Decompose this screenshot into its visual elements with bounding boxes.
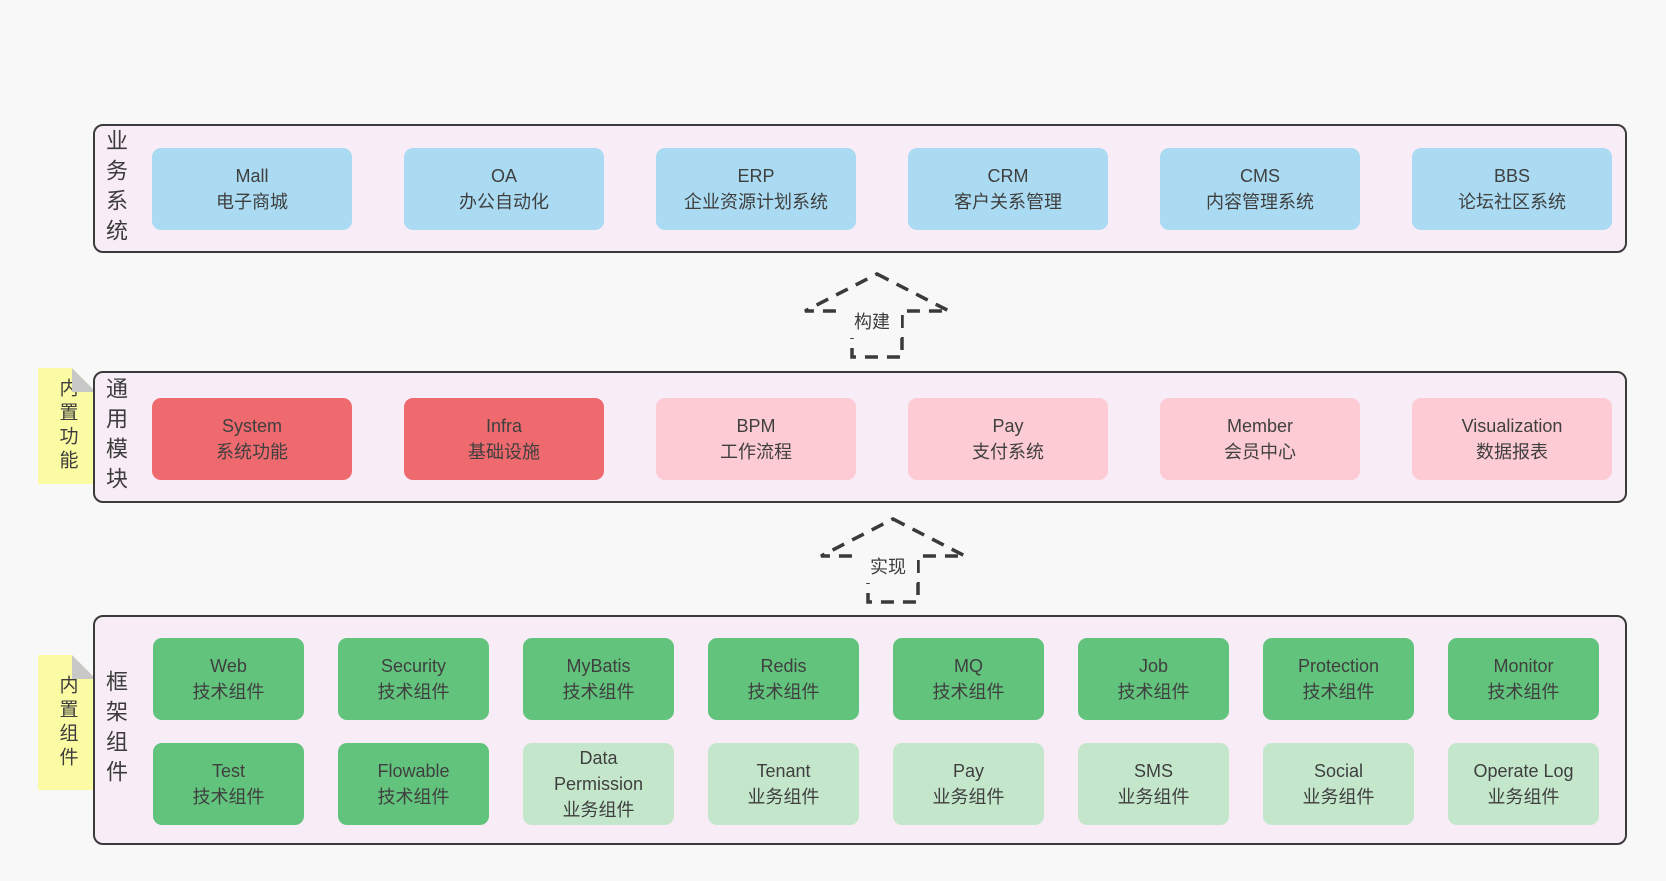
node-sms: SMS 业务组件 [1078, 743, 1229, 825]
node-desc: 业务组件 [1302, 787, 1375, 807]
node-mybatis: MyBatis 技术组件 [523, 638, 674, 720]
node-name: Visualization [1461, 416, 1563, 436]
node-security: Security 技术组件 [338, 638, 489, 720]
node-name: BBS [1493, 166, 1531, 186]
node-desc: 技术组件 [377, 787, 450, 807]
node-name: Pay [952, 761, 985, 781]
node-member: Member 会员中心 [1160, 398, 1360, 480]
node-redis: Redis 技术组件 [708, 638, 859, 720]
node-name: Monitor [1493, 656, 1554, 676]
node-name: MyBatis [566, 656, 631, 676]
panel-label-framework-components: 框架组件 [103, 670, 128, 790]
node-desc: 数据报表 [1476, 442, 1548, 462]
node-name: Member [1226, 416, 1293, 436]
node-visualization: Visualization 数据报表 [1412, 398, 1612, 480]
node-desc: 业务组件 [1487, 787, 1560, 807]
build-arrow-label: 构建 [843, 304, 901, 338]
node-name: Mall [235, 166, 269, 186]
node-mq: MQ 技术组件 [893, 638, 1044, 720]
node-desc: 业务组件 [562, 800, 635, 820]
note-label: 内置功能 [56, 378, 78, 474]
node-mall: Mall 电子商城 [152, 148, 352, 230]
node-desc: 电子商城 [216, 192, 288, 212]
node-desc: 支付系统 [972, 442, 1044, 462]
node-name: Protection [1297, 656, 1380, 676]
node-protection: Protection 技术组件 [1263, 638, 1414, 720]
implement-arrow-label: 实现 [859, 549, 917, 583]
node-desc: 系统功能 [216, 442, 288, 462]
node-name: SMS [1133, 761, 1173, 781]
node-name: ERP [737, 166, 775, 186]
node-name: CMS [1240, 166, 1280, 186]
panel-label-common-modules: 通用模块 [103, 377, 128, 497]
node-erp: ERP 企业资源计划系统 [656, 148, 856, 230]
node-name: Tenant [756, 761, 811, 781]
node-name: Infra [485, 416, 523, 436]
node-tenant: Tenant 业务组件 [708, 743, 859, 825]
node-system: System 系统功能 [152, 398, 352, 480]
node-name: BPM [736, 416, 776, 436]
node-desc: 办公自动化 [459, 192, 549, 212]
node-pay: Pay 支付系统 [908, 398, 1108, 480]
node-desc: 企业资源计划系统 [684, 192, 828, 212]
node-name: MQ [954, 656, 983, 676]
node-oa: OA 办公自动化 [404, 148, 604, 230]
node-desc: 论坛社区系统 [1458, 192, 1566, 212]
sticky-note-built-in-features: 内置功能 [38, 368, 96, 484]
node-test: Test 技术组件 [153, 743, 304, 825]
node-desc: 会员中心 [1224, 442, 1296, 462]
node-infra: Infra 基础设施 [404, 398, 604, 480]
node-name: System [221, 416, 282, 436]
node-social: Social 业务组件 [1263, 743, 1414, 825]
node-desc: 技术组件 [377, 682, 450, 702]
note-label: 内置组件 [56, 674, 78, 771]
node-desc: 技术组件 [562, 682, 635, 702]
node-flowable: Flowable 技术组件 [338, 743, 489, 825]
node-name: Redis [760, 656, 807, 676]
node-pay-component: Pay 业务组件 [893, 743, 1044, 825]
node-name: Job [1138, 656, 1169, 676]
node-desc: 技术组件 [1117, 682, 1190, 702]
implement-arrow-icon [820, 517, 966, 604]
node-name: Pay [992, 416, 1024, 436]
node-desc: 技术组件 [1302, 682, 1375, 702]
node-data-permission: Data Permission 业务组件 [523, 743, 674, 825]
node-desc: 客户关系管理 [954, 192, 1062, 212]
panel-label-business-systems: 业务系统 [103, 128, 128, 249]
node-desc: 内容管理系统 [1206, 192, 1314, 212]
node-desc: 技术组件 [192, 682, 265, 702]
node-name: Security [380, 656, 447, 676]
sticky-note-built-in-components: 内置组件 [38, 655, 96, 790]
node-name: Test [211, 761, 245, 781]
node-name: CRM [987, 166, 1029, 186]
node-job: Job 技术组件 [1078, 638, 1229, 720]
node-cms: CMS 内容管理系统 [1160, 148, 1360, 230]
node-web: Web 技术组件 [153, 638, 304, 720]
node-name: Flowable [377, 761, 450, 781]
node-bpm: BPM 工作流程 [656, 398, 856, 480]
node-monitor: Monitor 技术组件 [1448, 638, 1599, 720]
node-desc: 技术组件 [1487, 682, 1560, 702]
node-name: Web [210, 656, 247, 676]
node-desc: 业务组件 [1117, 787, 1190, 807]
node-desc: 业务组件 [747, 787, 820, 807]
node-operate-log: Operate Log 业务组件 [1448, 743, 1599, 825]
node-desc: 业务组件 [932, 787, 1005, 807]
node-bbs: BBS 论坛社区系统 [1412, 148, 1612, 230]
node-name: OA [490, 166, 517, 186]
node-desc: 技术组件 [932, 682, 1005, 702]
node-crm: CRM 客户关系管理 [908, 148, 1108, 230]
node-name: Data Permission [553, 748, 644, 794]
node-name: Operate Log [1473, 761, 1574, 781]
node-desc: 技术组件 [192, 787, 265, 807]
node-desc: 技术组件 [747, 682, 820, 702]
node-desc: 基础设施 [468, 442, 540, 462]
node-name: Social [1313, 761, 1364, 781]
build-arrow-icon [804, 272, 950, 359]
node-desc: 工作流程 [720, 442, 792, 462]
